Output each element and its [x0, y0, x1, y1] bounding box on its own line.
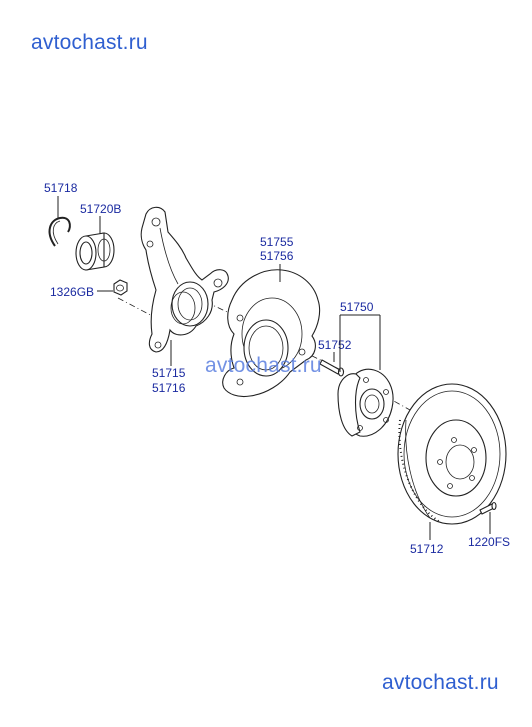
label-disc: 51712: [410, 542, 444, 556]
label-dust-cover-2: 51756: [260, 249, 294, 263]
watermark-top: avtochast.ru: [31, 31, 148, 54]
dust-cover-part: [222, 269, 321, 398]
label-knuckle-2: 51716: [152, 381, 186, 395]
label-snap-ring: 51718: [44, 181, 78, 195]
snap-ring-part: [48, 216, 71, 247]
hub-part: [337, 368, 394, 437]
label-knuckle-1: 51715: [152, 366, 186, 380]
label-hub-bolt: 51752: [318, 338, 352, 352]
watermark-middle: avtochast.ru: [205, 354, 322, 377]
axis-line: [117, 297, 411, 411]
screw-part: [479, 501, 497, 515]
watermark-bottom: avtochast.ru: [382, 671, 499, 694]
label-screw: 1220FS: [468, 535, 510, 549]
nut-part: [113, 279, 128, 296]
knuckle-part: [140, 206, 229, 353]
disc-part: [397, 383, 507, 525]
label-hub: 51750: [340, 300, 374, 314]
label-bearing: 51720B: [80, 202, 121, 216]
leader-hub: [339, 314, 381, 372]
bearing-part: [75, 232, 115, 271]
label-dust-cover-1: 51755: [260, 235, 294, 249]
label-nut: 1326GB: [50, 285, 94, 299]
